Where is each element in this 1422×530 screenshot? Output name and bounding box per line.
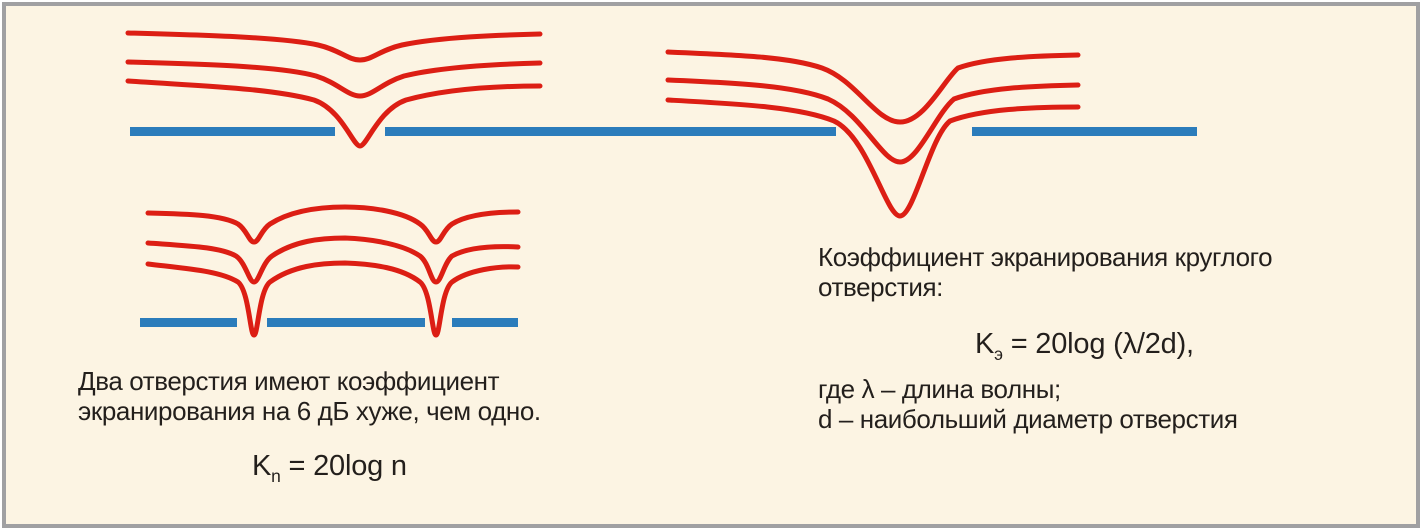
formula-symbol: K xyxy=(252,450,272,482)
caption-line: отверстия: xyxy=(818,272,943,302)
field-line xyxy=(145,204,521,245)
shield-bar-segment xyxy=(140,318,237,327)
formula-subscript: n xyxy=(271,465,281,486)
field-line xyxy=(665,49,1081,125)
shield-bar-segment xyxy=(130,127,335,136)
field-line xyxy=(665,97,1081,219)
caption-line: Коэффициент экранирования круглого xyxy=(818,242,1273,272)
shield-bar-bottom xyxy=(140,318,518,327)
caption-line: экранирования на 6 дБ хуже, чем одно. xyxy=(78,396,541,426)
shield-bar-segment xyxy=(972,127,1197,136)
legend-line: d – наибольший диаметр отверстия xyxy=(818,404,1238,434)
formula-body: = 20log (λ/2d), xyxy=(1010,328,1194,360)
field-line xyxy=(145,260,521,338)
shield-bar-segment xyxy=(452,318,518,327)
field-line xyxy=(665,77,1081,165)
field-line xyxy=(125,78,543,149)
shield-bar-segment xyxy=(385,127,836,136)
shield-bar-segment xyxy=(267,318,425,327)
formula-body: = 20log n xyxy=(288,450,408,482)
formula-symbol: K xyxy=(975,328,995,360)
field-line xyxy=(145,235,521,285)
caption-line: Два отверстия имеют коэффициент xyxy=(78,366,500,396)
formula-subscript: э xyxy=(994,343,1003,364)
two-apertures-caption: Два отверстия имеют коэффициент экраниро… xyxy=(78,366,541,426)
formula-round-aperture: Kэ = 20log (λ/2d), xyxy=(975,328,1194,363)
round-aperture-field-lines xyxy=(665,49,1081,219)
two-aperture-field-lines xyxy=(145,204,521,338)
legend-line: где λ – длина волны; xyxy=(818,374,1061,404)
field-line xyxy=(125,30,543,63)
formula-legend: где λ – длина волны; d – наибольший диам… xyxy=(818,374,1238,434)
single-aperture-field-lines xyxy=(125,30,543,149)
shield-bar-top xyxy=(130,127,1197,136)
field-line xyxy=(125,59,543,99)
round-aperture-title: Коэффициент экранирования круглого отвер… xyxy=(818,242,1273,302)
formula-n-apertures: Kn = 20log n xyxy=(252,450,408,485)
